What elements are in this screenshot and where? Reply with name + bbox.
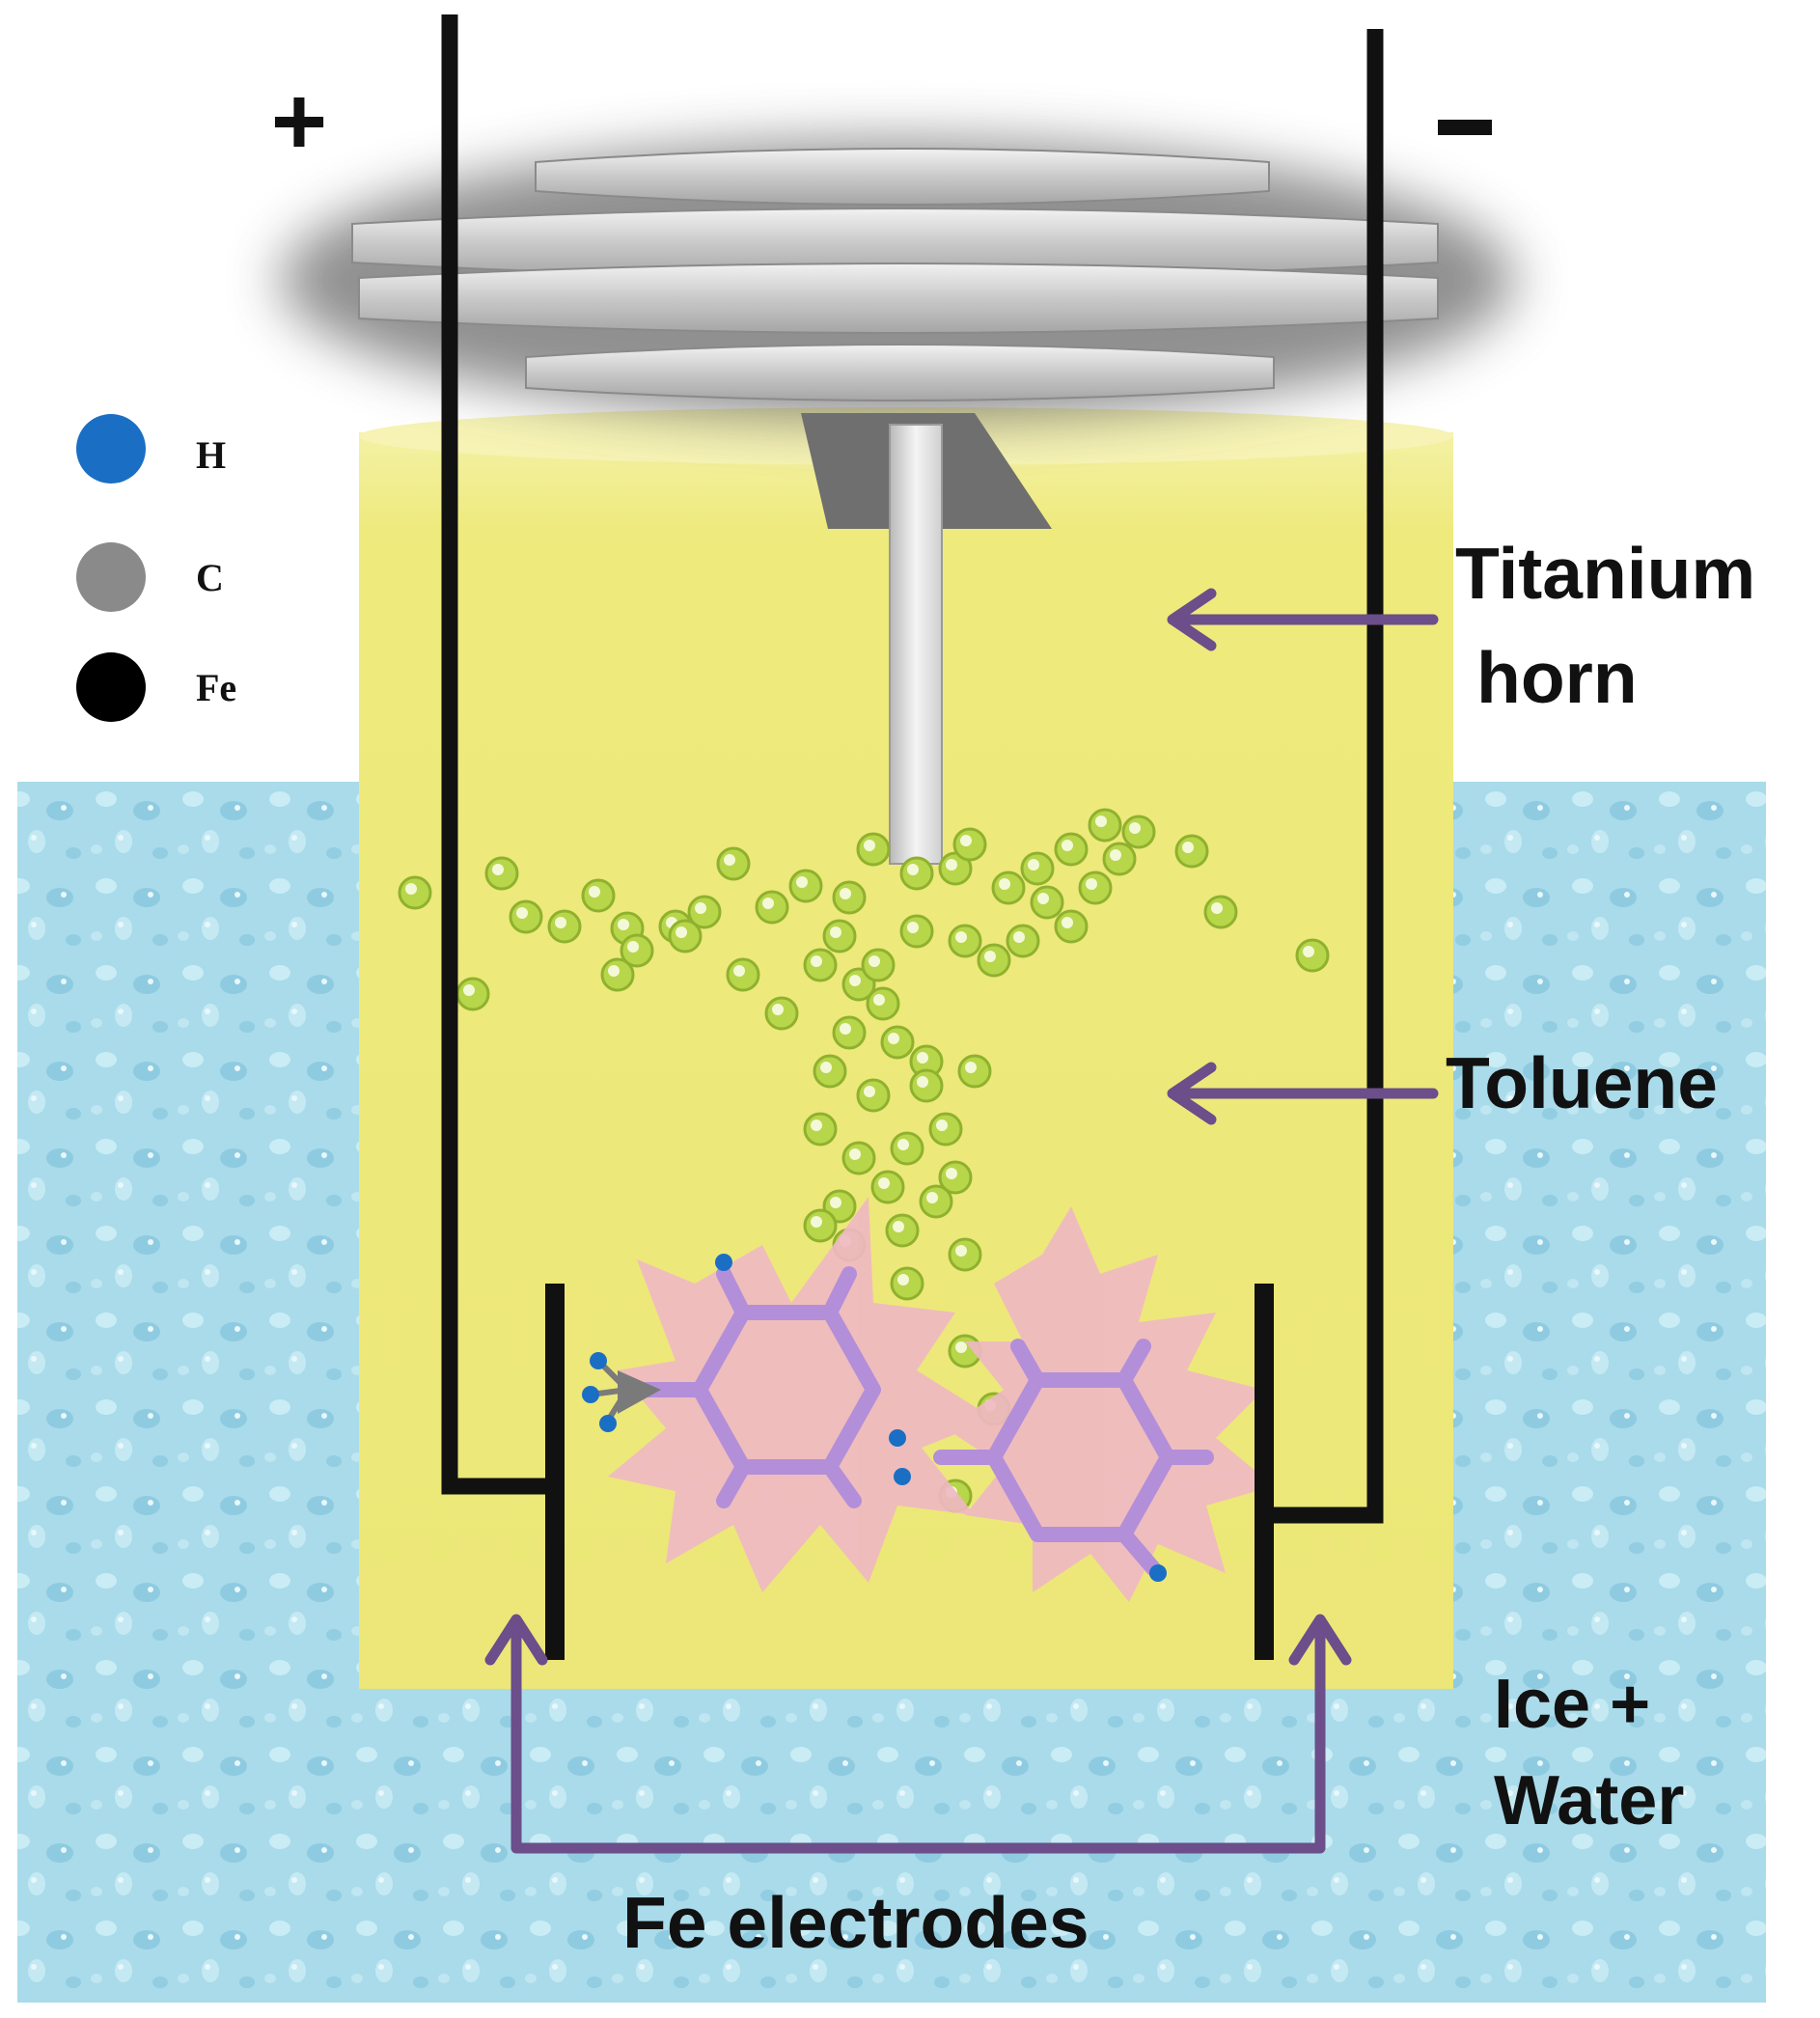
titanium-horn	[351, 148, 1439, 865]
legend: H C Fe	[76, 414, 236, 722]
nanoparticle-highlight	[917, 1076, 928, 1088]
nanoparticle-highlight	[1182, 842, 1194, 853]
nanoparticle-highlight	[1028, 859, 1039, 871]
nanoparticle-highlight	[555, 917, 566, 928]
nanoparticle-highlight	[492, 864, 504, 875]
positive-wire	[441, 14, 555, 1495]
nanoparticle-highlight	[897, 1274, 909, 1285]
legend-c-dot	[76, 542, 146, 612]
electrode-circuit	[441, 14, 1384, 1660]
toluene-molecules	[639, 1266, 1214, 1576]
nanoparticle-highlight	[955, 1245, 967, 1257]
nanoparticle-highlight	[811, 955, 822, 967]
nanoparticle-highlight	[946, 1168, 957, 1179]
nanoparticle-highlight	[1211, 902, 1223, 914]
nanoparticle-highlight	[820, 1062, 832, 1073]
nanoparticle-highlight	[840, 888, 851, 899]
nanoparticle-highlight	[1095, 815, 1107, 827]
nanoparticle-highlight	[1303, 946, 1314, 957]
nanoparticle-highlight	[873, 994, 885, 1006]
nanoparticle-highlight	[463, 984, 475, 996]
nanoparticle-highlight	[936, 1120, 948, 1131]
nanoparticle-highlight	[864, 840, 875, 851]
nanoparticle-highlight	[960, 835, 972, 846]
nanoparticle-highlight	[608, 965, 620, 977]
legend-c-label: C	[196, 556, 224, 599]
nanoparticle-highlight	[796, 876, 808, 888]
negative-terminal-label	[1438, 120, 1492, 135]
nanoparticle-highlight	[695, 902, 706, 914]
nanoparticle-highlight	[516, 907, 528, 919]
nanoparticle-highlight	[618, 919, 629, 930]
nanoparticle-highlight	[864, 1086, 875, 1097]
nanoparticle-highlight	[869, 955, 880, 967]
nanoparticle-highlight	[1062, 917, 1073, 928]
nanoparticle-highlight	[405, 883, 417, 895]
nanoparticle-highlight	[1037, 893, 1049, 904]
nanoparticle-highlight	[762, 898, 774, 909]
nanoparticle-highlight	[955, 1341, 967, 1353]
nanoparticle-highlight	[917, 1052, 928, 1064]
fe-electrodes-label: Fe electrodes	[622, 1882, 1089, 1963]
ice-water-label-line1: Ice +	[1494, 1666, 1650, 1743]
nanoparticle-highlight	[1013, 931, 1025, 943]
titanium-horn-label-line1: Titanium	[1455, 533, 1755, 614]
nanoparticle-highlight	[965, 1062, 977, 1073]
nanoparticle-highlight	[772, 1004, 784, 1015]
nanoparticle-highlight	[733, 965, 745, 977]
nanoparticle-highlight	[984, 951, 996, 962]
label-arrows	[484, 588, 1439, 1854]
nanoparticle-highlight	[893, 1221, 904, 1232]
nanoparticle-highlight	[926, 1192, 938, 1203]
nanoparticle-highlight	[724, 854, 735, 866]
nanoparticle-highlight	[999, 878, 1010, 890]
legend-h-label: H	[196, 433, 226, 477]
nanoparticle-highlight	[897, 1139, 909, 1150]
nanoparticle-highlight	[878, 1177, 890, 1189]
nanoparticle-highlight	[955, 931, 967, 943]
positive-terminal-label: +	[271, 68, 327, 176]
legend-h-dot	[76, 414, 146, 484]
titanium-horn-label-line2: horn	[1476, 637, 1638, 718]
nanoparticle-highlight	[811, 1216, 822, 1228]
nanoparticle-highlight	[946, 859, 957, 871]
toluene-label: Toluene	[1446, 1042, 1718, 1123]
nanoparticle-highlight	[676, 926, 687, 938]
nanoparticle-highlight	[1129, 822, 1141, 834]
legend-fe-dot	[76, 652, 146, 722]
methyl-group	[582, 1254, 1167, 1582]
negative-wire	[1264, 29, 1384, 1524]
nanoparticle-highlight	[627, 941, 639, 953]
nanoparticle-highlight	[888, 1033, 899, 1044]
nanoparticle-highlight	[830, 1197, 841, 1208]
ice-water-label-line2: Water	[1494, 1762, 1684, 1839]
nanoparticle-highlight	[907, 922, 919, 933]
nanoparticle-highlight	[849, 975, 861, 986]
nanoparticle-highlight	[1110, 849, 1121, 861]
nanoparticle-highlight	[811, 1120, 822, 1131]
nanoparticle-highlight	[840, 1023, 851, 1035]
arrow-fe-electrodes	[510, 1620, 1326, 1854]
nanoparticle-cloud	[398, 808, 1330, 1513]
legend-fe-label: Fe	[196, 666, 236, 709]
nanoparticle-highlight	[1086, 878, 1097, 890]
nanoparticle-highlight	[830, 926, 841, 938]
nanoparticle-highlight	[1062, 840, 1073, 851]
nanoparticle-highlight	[849, 1148, 861, 1160]
nanoparticle-highlight	[907, 864, 919, 875]
nanoparticle-highlight	[589, 886, 600, 898]
